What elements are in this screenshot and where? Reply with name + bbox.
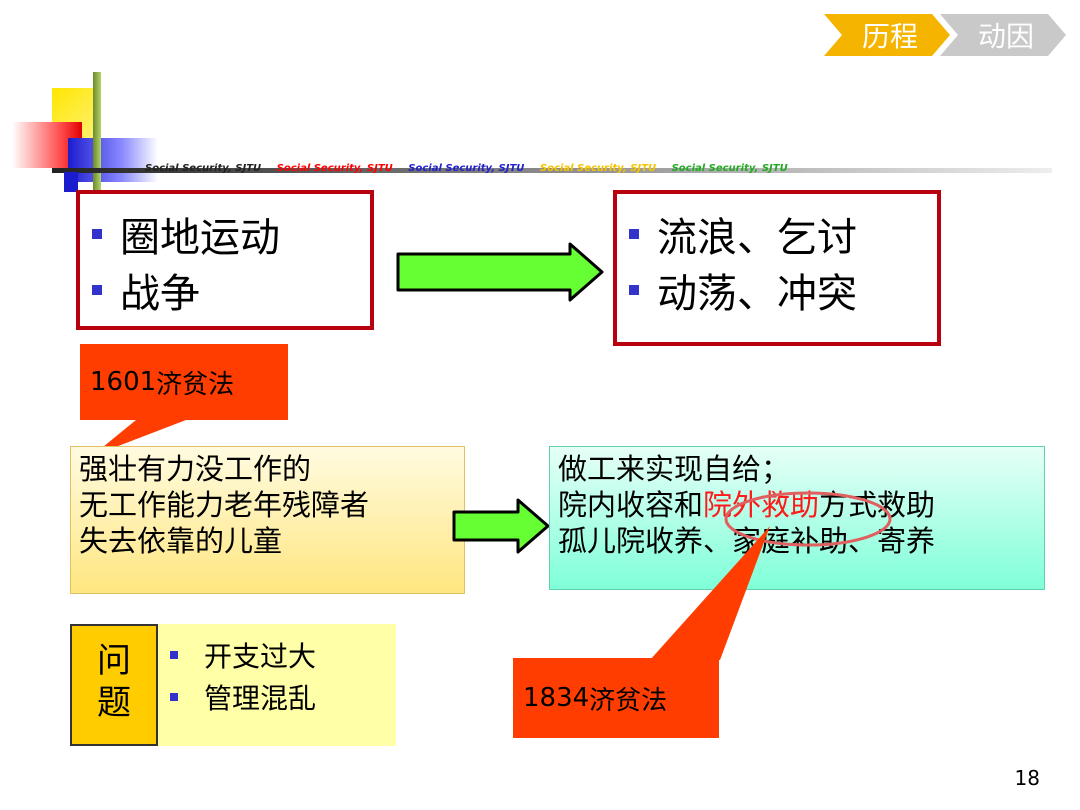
logo-blue-block <box>68 138 158 182</box>
problem-item: 开支过大 <box>170 634 396 676</box>
recipient-line: 失去依靠的儿童 <box>79 524 283 558</box>
problem-item-text: 管理混乱 <box>204 682 317 715</box>
callout-1834-text: 济贫法 <box>589 685 668 716</box>
recipients-box: 强壮有力没工作的 无工作能力老年残障者 失去依靠的儿童 <box>70 446 465 594</box>
nav-tab-history[interactable]: 历程 <box>824 14 950 56</box>
right-arrow-icon <box>396 242 604 302</box>
banner-text-2: Social Security, SJTU <box>408 163 525 174</box>
callout-1601-year: 1601 <box>90 367 157 397</box>
effect-item-text: 动荡、冲突 <box>657 271 857 317</box>
effect-item: 流浪、乞讨 <box>629 206 937 262</box>
banner-repeat-text: Social Security, SJTU Social Security, S… <box>145 163 800 174</box>
page-number: 18 <box>1014 766 1040 790</box>
banner-text-3: Social Security, SJTU <box>539 163 657 174</box>
cause-item-text: 战争 <box>120 271 200 317</box>
banner-text-4: Social Security, SJTU <box>671 163 788 174</box>
nav-tab-motives[interactable]: 动因 <box>940 14 1066 56</box>
cause-box: 圈地运动 战争 <box>76 190 374 330</box>
logo-vertical-bar <box>93 72 101 192</box>
banner-text-0: Social Security, SJTU <box>145 163 262 174</box>
callout-1601-text: 济贫法 <box>156 369 235 400</box>
measures-line-2-pre: 院内收容和 <box>558 488 704 522</box>
highlight-ellipse <box>724 491 892 547</box>
section-nav: 历程 动因 <box>824 14 1066 56</box>
bullet-icon <box>629 229 639 239</box>
callout-1834-year: 1834 <box>523 683 590 713</box>
effect-item: 动荡、冲突 <box>629 262 937 318</box>
bullet-icon <box>92 229 102 239</box>
effect-box: 流浪、乞讨 动荡、冲突 <box>613 190 941 346</box>
bullet-icon <box>170 651 178 659</box>
banner-text-1: Social Security, SJTU <box>276 163 393 174</box>
callout-1601-shape <box>80 344 288 456</box>
header-divider-line <box>52 168 1052 173</box>
bullet-icon <box>170 693 178 701</box>
bullet-icon <box>92 285 102 295</box>
problem-item-text: 开支过大 <box>204 640 317 673</box>
cause-item: 圈地运动 <box>92 206 370 262</box>
bullet-icon <box>629 285 639 295</box>
cause-item: 战争 <box>92 262 370 318</box>
cause-item-text: 圈地运动 <box>120 215 280 261</box>
problems-label-char: 问 <box>97 641 131 681</box>
problems-label: 问 题 <box>70 624 158 746</box>
measures-line-1: 做工来实现自给； <box>558 452 791 486</box>
problems-label-char: 题 <box>97 683 131 723</box>
callout-1834-pointer <box>650 526 770 660</box>
recipient-line: 无工作能力老年残障者 <box>79 488 370 522</box>
problems-list: 开支过大 管理混乱 <box>158 624 396 746</box>
problem-item: 管理混乱 <box>170 676 396 718</box>
recipient-line: 强壮有力没工作的 <box>79 452 312 486</box>
effect-item-text: 流浪、乞讨 <box>657 215 857 261</box>
logo-blue-stub <box>64 172 78 192</box>
right-arrow-icon <box>452 498 550 554</box>
